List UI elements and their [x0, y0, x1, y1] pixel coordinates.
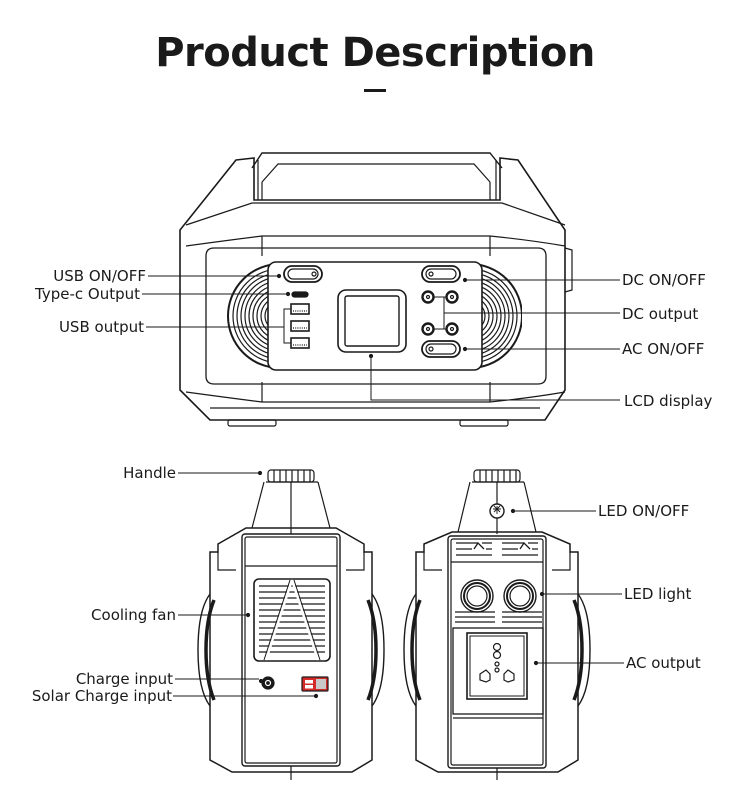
usb-power-button[interactable]: [283, 265, 323, 283]
label-led-light: LED light: [624, 585, 692, 603]
left-speaker-grill: [227, 263, 278, 369]
right-speaker-grill: [470, 263, 522, 369]
front-leader-lines: [142, 273, 620, 401]
led-power-button[interactable]: [489, 503, 505, 519]
label-cooling-fan: Cooling fan: [91, 606, 176, 624]
label-dc-on-off: DC ON/OFF: [622, 271, 706, 289]
side-handle-grip-right: [472, 469, 524, 483]
top-vents: [451, 541, 543, 563]
side-handle-grip: [266, 469, 318, 483]
ac-power-button[interactable]: [421, 340, 461, 358]
usb-ports: [283, 303, 310, 349]
label-lcd-display: LCD display: [624, 392, 713, 410]
label-usb-output: USB output: [58, 318, 144, 336]
left-leader-lines: [173, 470, 319, 699]
label-ac-output: AC output: [626, 654, 701, 672]
control-panel: [267, 261, 483, 371]
cooling-fan-grill: [253, 578, 331, 662]
ac-outlet: [452, 627, 544, 719]
left-side-unit: [197, 469, 385, 780]
page-title: Product Description: [155, 30, 595, 76]
label-solar-charge-input: Solar Charge input: [31, 687, 172, 705]
solar-charge-port: [301, 676, 329, 692]
led-lights: [455, 579, 542, 623]
title-underline: [364, 89, 386, 92]
label-led-on-off: LED ON/OFF: [598, 502, 690, 520]
label-dc-output: DC output: [622, 305, 699, 323]
front-view-unit: [179, 152, 573, 427]
label-charge-input: Charge input: [75, 670, 173, 688]
lcd-screen: [337, 289, 407, 353]
front-handle: [251, 152, 503, 200]
label-usb-on-off: USB ON/OFF: [53, 267, 146, 285]
charge-input-port: [261, 676, 275, 690]
front-body-outline: [179, 157, 566, 421]
label-ac-on-off: AC ON/OFF: [622, 340, 705, 358]
type-c-port: [291, 291, 309, 298]
dc-power-button[interactable]: [421, 265, 461, 283]
right-leader-lines: [510, 508, 624, 666]
label-type-c-output: Type-c Output: [35, 285, 140, 303]
dc-output-ports: [421, 290, 459, 336]
label-handle: Handle: [123, 464, 176, 482]
right-side-unit: [403, 469, 591, 780]
